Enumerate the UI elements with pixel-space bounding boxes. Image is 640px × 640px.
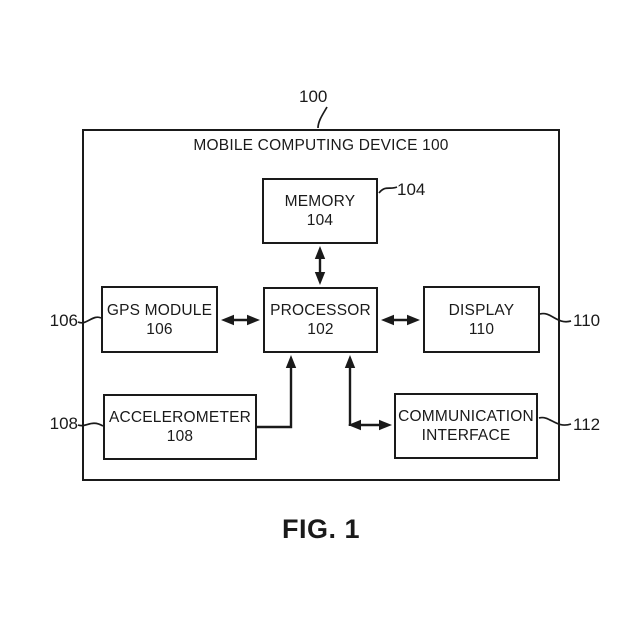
ref-numeral-110: 110 (573, 311, 601, 330)
device-outline-box (82, 129, 560, 481)
communication-interface-block: COMMUNICATION INTERFACE (394, 393, 538, 459)
communication-interface-label-line1: COMMUNICATION (398, 408, 534, 425)
display-block: DISPLAY 110 (423, 286, 540, 353)
accelerometer-label: ACCELEROMETER (108, 409, 252, 426)
communication-interface-label-line2: INTERFACE (421, 427, 511, 444)
ref-numeral-112: 112 (573, 415, 601, 434)
gps-module-number: 106 (146, 320, 173, 338)
leader-112 (538, 416, 572, 426)
gps-module-block: GPS MODULE 106 (101, 286, 218, 353)
memory-number: 104 (306, 212, 334, 229)
leader-110 (539, 312, 572, 323)
arrow-gps-processor (221, 314, 260, 326)
device-title: MOBILE COMPUTING DEVICE 100 (193, 137, 449, 154)
leader-108 (77, 422, 104, 427)
leader-104 (378, 186, 398, 194)
processor-number: 102 (307, 321, 334, 338)
arrow-accelerometer-processor (257, 355, 297, 429)
accelerometer-number: 108 (166, 428, 194, 445)
figure-caption: FIG. 1 (281, 514, 360, 544)
ref-numeral-100: 100 (299, 87, 328, 106)
gps-module-label: GPS MODULE (106, 301, 213, 319)
ref-numeral-106: 106 (49, 311, 78, 330)
display-label: DISPLAY (448, 301, 515, 319)
display-number: 110 (468, 320, 495, 338)
arrow-memory-processor (314, 246, 326, 285)
accelerometer-block: ACCELEROMETER 108 (103, 394, 257, 460)
arrow-communication-processor (344, 355, 392, 431)
leader-106 (77, 316, 102, 324)
memory-block: MEMORY 104 (262, 178, 378, 244)
arrow-processor-display (381, 314, 420, 326)
ref-numeral-104: 104 (397, 180, 426, 199)
ref-numeral-108: 108 (49, 414, 78, 433)
processor-block: PROCESSOR 102 (263, 287, 378, 353)
processor-label: PROCESSOR (270, 302, 371, 319)
leader-100 (317, 106, 328, 129)
memory-label: MEMORY (284, 193, 356, 210)
